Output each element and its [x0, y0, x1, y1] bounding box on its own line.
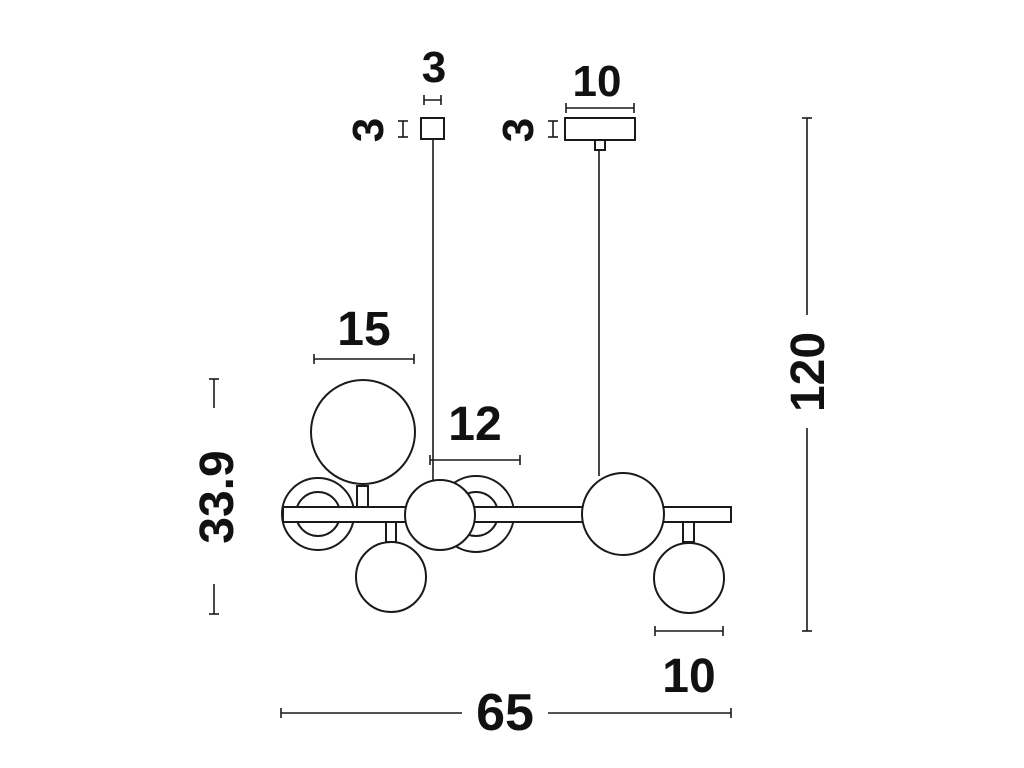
small-canopy: [420, 117, 445, 140]
small-globe-lower-left: [355, 541, 427, 613]
overall-width-label: 65: [476, 684, 534, 742]
center-globe-right: [581, 472, 665, 556]
small-canopy-height-label: 3: [344, 118, 393, 142]
small-globe-dim: [654, 626, 724, 636]
large-canopy: [564, 117, 636, 151]
large-canopy-width-dim: [565, 103, 635, 113]
small-globe-lower-right: [653, 542, 725, 614]
large-canopy-height-dim: [548, 120, 558, 138]
small-globe-diameter-label: 10: [662, 650, 715, 703]
mid-globe-diameter-label: 12: [448, 398, 501, 451]
fixture-height-dim: [209, 378, 219, 615]
lower-right-stem: [682, 521, 695, 543]
lower-left-stem: [385, 521, 397, 543]
mid-globe-dim: [429, 455, 521, 465]
fixture-height-label: 33.9: [191, 450, 244, 543]
large-globe-top-left: [310, 379, 416, 485]
small-canopy-width-label: 3: [422, 43, 446, 92]
large-canopy-height-label: 3: [494, 118, 543, 142]
center-globe-left: [404, 479, 476, 551]
small-canopy-width-dim: [423, 95, 442, 105]
overall-width-dim: [280, 708, 732, 718]
large-globe-dim: [313, 354, 415, 364]
suspension-rods: [432, 139, 600, 484]
large-globe-diameter-label: 15: [337, 303, 390, 356]
upper-left-stem: [356, 485, 369, 508]
overall-height-dim: [802, 117, 812, 632]
overall-height-label: 120: [782, 332, 835, 412]
small-canopy-height-dim: [398, 120, 408, 138]
large-canopy-width-label: 10: [573, 57, 622, 106]
